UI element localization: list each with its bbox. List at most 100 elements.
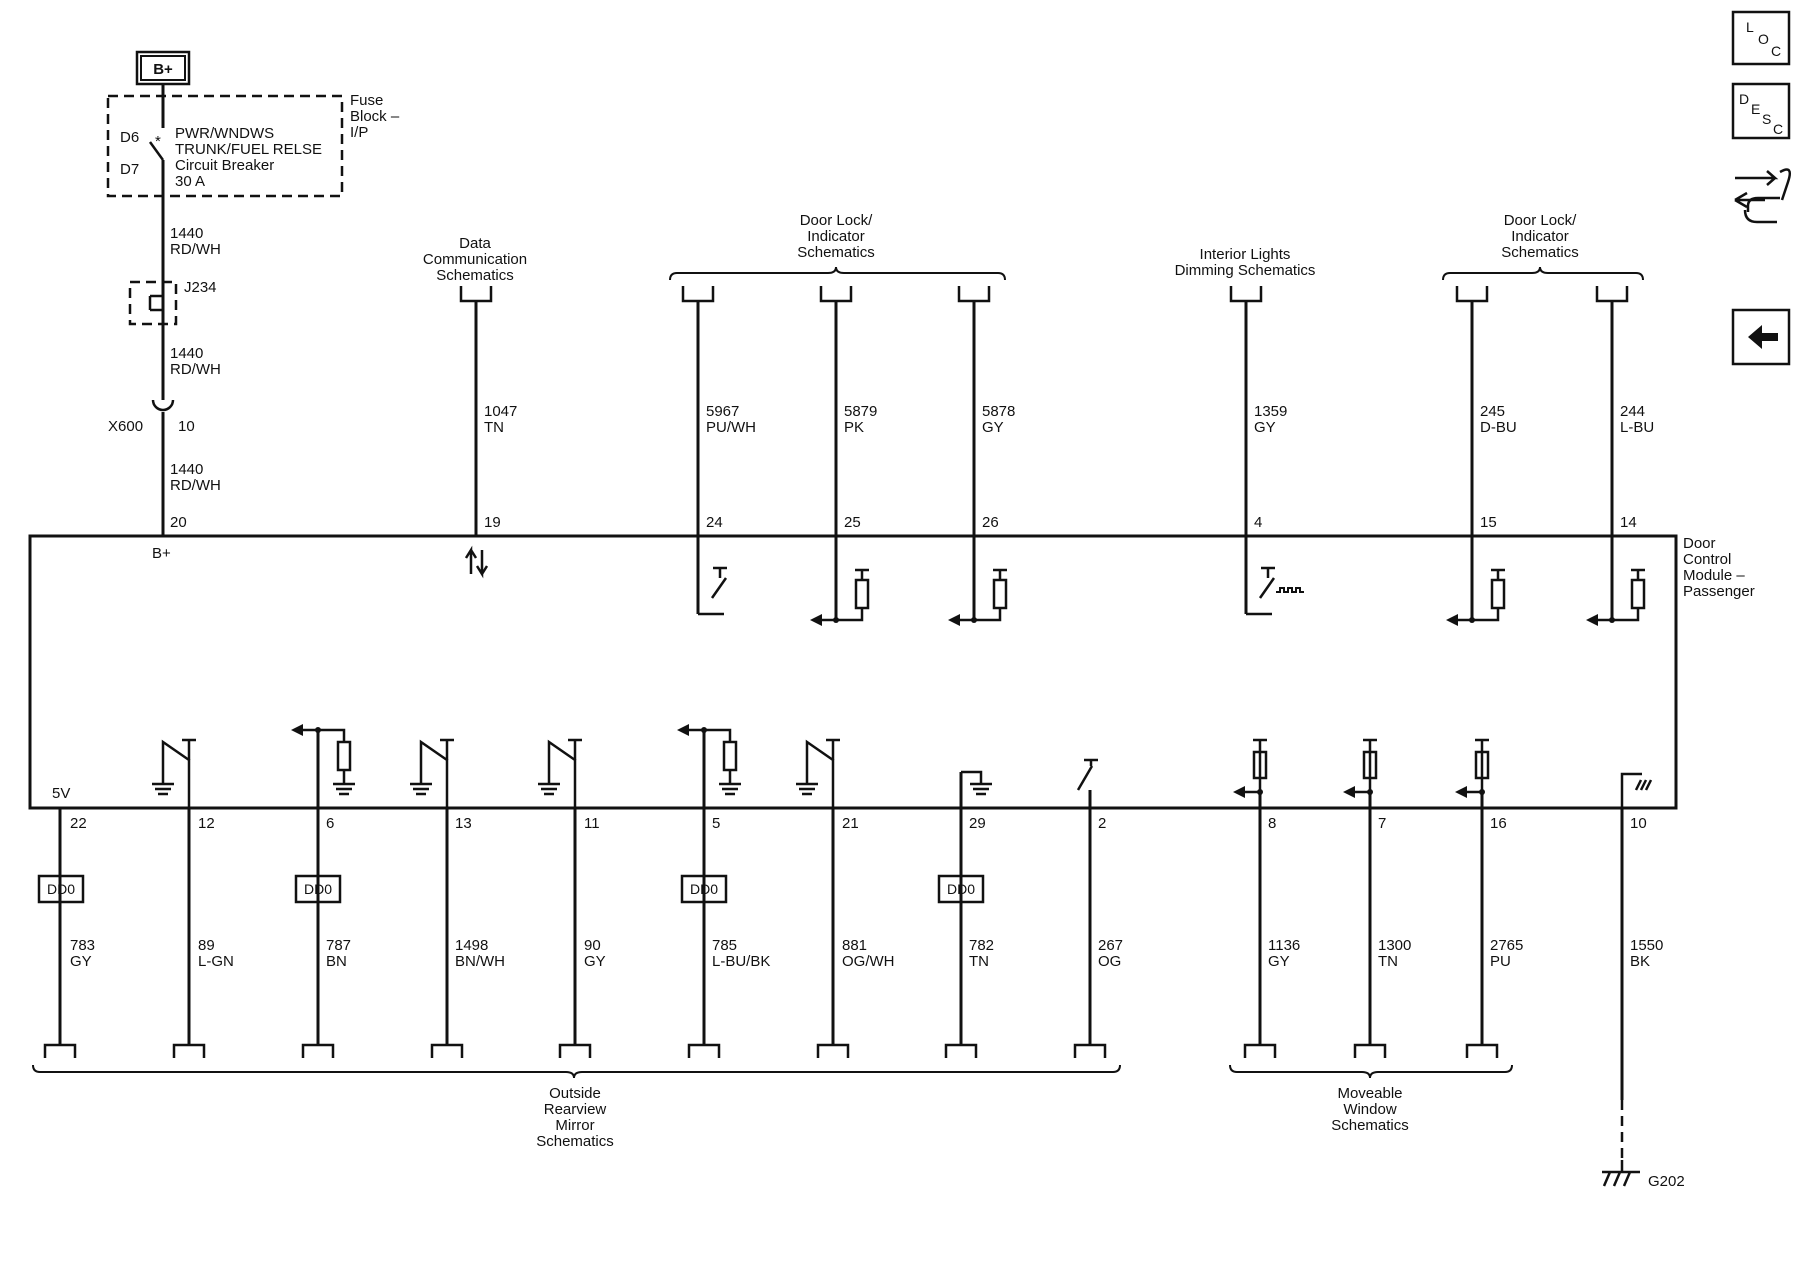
splice-label: J234 — [184, 279, 217, 296]
fuse-block-label-2: Block – — [350, 108, 400, 125]
mirror-brace — [32, 1064, 1121, 1079]
bottom-wire-circuit: 1550 — [1630, 937, 1663, 954]
schematic-connector-icon — [816, 1043, 850, 1058]
breaker-name-1: PWR/WNDWS — [175, 125, 274, 142]
door-lock-1-brace — [669, 266, 1006, 281]
switch-icon — [1076, 758, 1098, 791]
schematic-connector-icon — [819, 286, 853, 303]
bottom-wire-pin: 6 — [326, 815, 334, 832]
bottom-wire-circuit: 90 — [584, 937, 601, 954]
bottom-group-labels: Outside Rearview Mirror Schematics Movea… — [32, 1064, 1513, 1150]
module-name-3: Module – — [1683, 567, 1745, 584]
dd0-box — [37, 874, 85, 904]
schematic-connector-icon — [1073, 1043, 1107, 1058]
schematic-connector-icon — [1229, 286, 1263, 303]
back-button[interactable] — [1731, 308, 1791, 366]
bottom-wire-circuit: 1300 — [1378, 937, 1411, 954]
schematic-connector-icon — [1465, 1043, 1499, 1058]
switch-to-ground-icon — [796, 739, 835, 808]
door-lock-1-label-2: Indicator — [807, 228, 865, 245]
ground-icon — [961, 770, 992, 796]
dd0-label: DD0 — [304, 881, 332, 897]
bottom-wire-pin: 16 — [1490, 815, 1507, 832]
interior-lights-label-1: Interior Lights — [1200, 246, 1291, 263]
bottom-wire-pin: 2 — [1098, 815, 1106, 832]
top-wire-color: GY — [1254, 419, 1276, 436]
top-wire-circuit: 1047 — [484, 403, 517, 420]
schematic-connector-icon — [944, 1043, 978, 1058]
loc-letter-c: C — [1771, 43, 1781, 59]
module-name-1: Door — [1683, 535, 1716, 552]
circuit-breaker-icon — [148, 141, 165, 161]
resistor-icon — [1474, 750, 1490, 780]
bottom-wire-881: 21 881 OG/WH — [796, 738, 895, 1058]
top-wire-pin: 14 — [1620, 514, 1637, 531]
data-comm-label-3: Schematics — [436, 267, 514, 284]
schematic-connector-icon — [459, 286, 493, 303]
bottom-wire-color: OG — [1098, 953, 1121, 970]
interior-lights-label-2: Dimming Schematics — [1175, 262, 1316, 279]
loc-button[interactable]: L O C — [1731, 10, 1791, 66]
door-lock-2-brace — [1442, 266, 1644, 281]
power-wire-color-1: RD/WH — [170, 241, 221, 258]
top-wire-circuit: 245 — [1480, 403, 1505, 420]
window-label-3: Schematics — [1331, 1117, 1409, 1134]
fuse-block-label-3: I/P — [350, 124, 368, 141]
schematic-connector-icon — [1243, 1043, 1277, 1058]
switch-to-ground-icon — [538, 739, 577, 808]
switch-to-ground-icon — [410, 739, 449, 808]
bottom-wire-2765: 16 2765 PU — [1455, 738, 1523, 1058]
mirror-label-4: Schematics — [536, 1133, 614, 1150]
resistor-icon — [336, 740, 352, 772]
schematic-connector-icon — [172, 1043, 206, 1058]
bottom-wire-circuit: 783 — [70, 937, 95, 954]
bottom-wire-color: BN — [326, 953, 347, 970]
bottom-wire-color: GY — [1268, 953, 1290, 970]
top-wire-color: PK — [844, 419, 864, 436]
chassis-ground-icon — [1620, 772, 1653, 808]
door-lock-2-label-2: Indicator — [1511, 228, 1569, 245]
output-arrow-icon — [677, 724, 689, 736]
dd0-box — [937, 874, 985, 904]
bottom-wire-pin: 11 — [584, 815, 600, 832]
top-wire-pin: 24 — [706, 514, 723, 531]
top-wire-244: 244 L-BU 14 — [1586, 286, 1654, 626]
b-plus-supply-label: B+ — [153, 61, 173, 78]
fuse-block-label-1: Fuse — [350, 92, 383, 109]
window-brace — [1229, 1064, 1513, 1079]
input-arrow-icon — [1446, 614, 1458, 626]
mirror-label-1: Outside — [549, 1085, 601, 1102]
mirror-label-2: Rearview — [544, 1101, 607, 1118]
bottom-wire-pin: 29 — [969, 815, 986, 832]
power-module-pin-label: B+ — [152, 545, 171, 562]
top-wire-5879: 5879 PK 25 — [810, 286, 877, 626]
dd0-label: DD0 — [947, 881, 975, 897]
bottom-wire-color: OG/WH — [842, 953, 895, 970]
connector-pin: 10 — [178, 418, 195, 435]
schematic-connector-icon — [301, 1043, 335, 1058]
desc-button[interactable]: D E S C — [1731, 82, 1791, 140]
bottom-wire-color: TN — [969, 953, 989, 970]
resistor-icon — [992, 578, 1008, 610]
top-wire-color: D-BU — [1480, 419, 1517, 436]
top-wire-pin: 19 — [484, 514, 501, 531]
top-wire-circuit: 1359 — [1254, 403, 1287, 420]
schematic-connector-icon — [430, 1043, 464, 1058]
connector-end-view-button[interactable] — [1734, 168, 1791, 224]
input-arrow-icon — [1455, 786, 1467, 798]
bottom-wire-pin: 10 — [1630, 815, 1647, 832]
fuse-pin-top: D6 — [120, 129, 139, 146]
ground-label: G202 — [1648, 1173, 1685, 1190]
dd0-box — [294, 874, 342, 904]
bottom-wire-783: 22 DD0 783 GY — [37, 808, 95, 1058]
bottom-wire-785: 5 DD0 785 L-BU/BK — [677, 724, 770, 1058]
schematic-connector-icon — [687, 1043, 721, 1058]
top-wire-1047: 1047 TN 19 — [459, 286, 517, 579]
arrow-left-icon — [1748, 325, 1778, 349]
desc-letter-d: D — [1739, 91, 1749, 107]
bottom-wire-circuit: 881 — [842, 937, 867, 954]
bottom-wire-pin: 8 — [1268, 815, 1276, 832]
power-module-pin: 20 — [170, 514, 187, 531]
bottom-wire-circuit: 787 — [326, 937, 351, 954]
